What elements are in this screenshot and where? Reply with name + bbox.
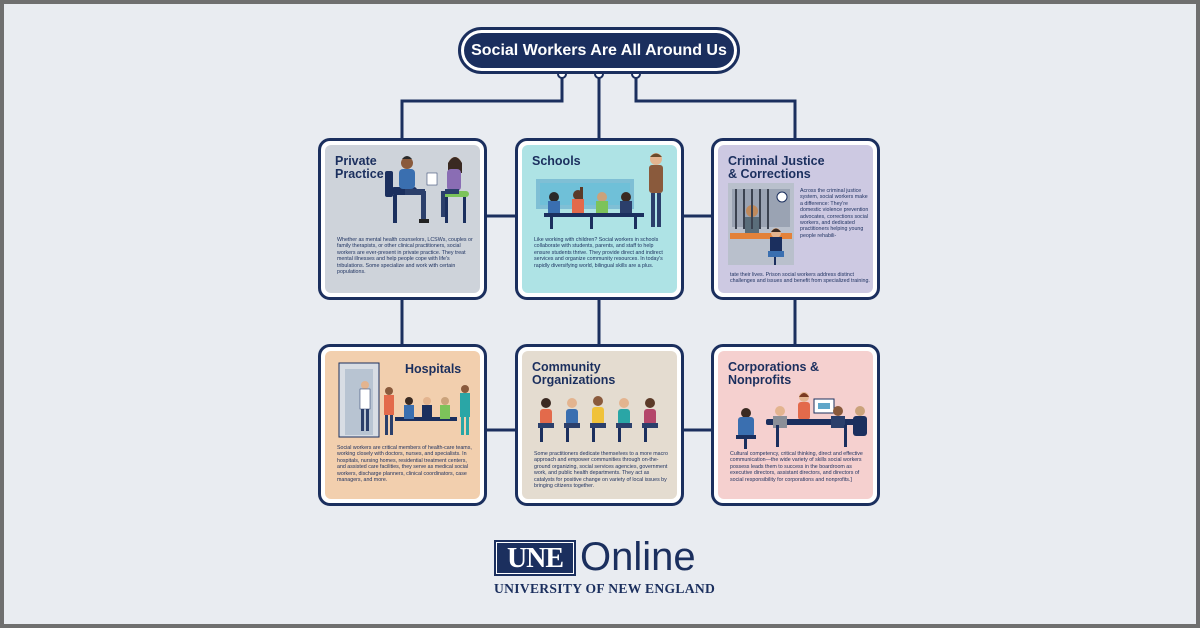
card-community-organizations: Community Organizations <box>515 344 684 506</box>
une-wordmark: UNE <box>496 542 574 574</box>
card-body: Some practitioners dedicate themselves t… <box>534 451 668 490</box>
card-criminal-justice: Criminal Justice & Corrections <box>711 138 880 300</box>
card-title: Criminal Justice & Corrections <box>728 154 825 181</box>
card-body-bottom: tate their lives. Prison social workers … <box>730 272 870 285</box>
therapy-session-illustration <box>385 156 469 223</box>
connector-title-left <box>400 74 564 140</box>
corrections-illustration <box>728 183 794 265</box>
title-text: Social Workers Are All Around Us <box>464 33 734 68</box>
card-community-panel: Community Organizations <box>522 351 677 499</box>
card-private-practice-panel: Private Practice W <box>325 145 480 293</box>
card-schools: Schools <box>515 138 684 300</box>
university-name: UNIVERSITY OF NEW ENGLAND <box>494 581 716 596</box>
title-banner: Social Workers Are All Around Us <box>458 27 740 74</box>
card-title: Community Organizations <box>532 360 616 387</box>
card-title: Corporations & Nonprofits <box>728 360 819 387</box>
card-body: Whether as mental health counselors, LCS… <box>337 237 473 276</box>
boardroom-illustration <box>736 392 867 449</box>
card-hospitals: Hospitals <box>318 344 487 506</box>
connector-title-right <box>634 74 797 140</box>
community-meeting-illustration <box>538 396 658 442</box>
card-title: Private Practice <box>335 154 384 181</box>
card-corporations-panel: Corporations & Nonprofits <box>718 351 873 499</box>
card-private-practice: Private Practice W <box>318 138 487 300</box>
card-corporations-nonprofits: Corporations & Nonprofits <box>711 344 880 506</box>
card-body-side: Across the criminal justice system, soci… <box>800 188 869 239</box>
card-hospitals-panel: Hospitals <box>325 351 480 499</box>
une-online-logo: UNE Online UNIVERSITY OF NEW ENGLAND <box>494 535 716 600</box>
card-title: Hospitals <box>405 362 462 376</box>
card-schools-panel: Schools <box>522 145 677 293</box>
classroom-illustration <box>536 153 663 229</box>
card-body: Cultural competency, critical thinking, … <box>730 451 863 483</box>
card-body: Social workers are critical members of h… <box>337 445 472 484</box>
une-wordmark-box: UNE <box>494 540 576 576</box>
card-criminal-justice-panel: Criminal Justice & Corrections <box>718 145 873 293</box>
hospital-illustration <box>338 362 470 438</box>
card-body: Like working with children? Social worke… <box>534 237 663 269</box>
card-title: Schools <box>532 154 581 168</box>
online-wordmark: Online <box>580 535 696 579</box>
